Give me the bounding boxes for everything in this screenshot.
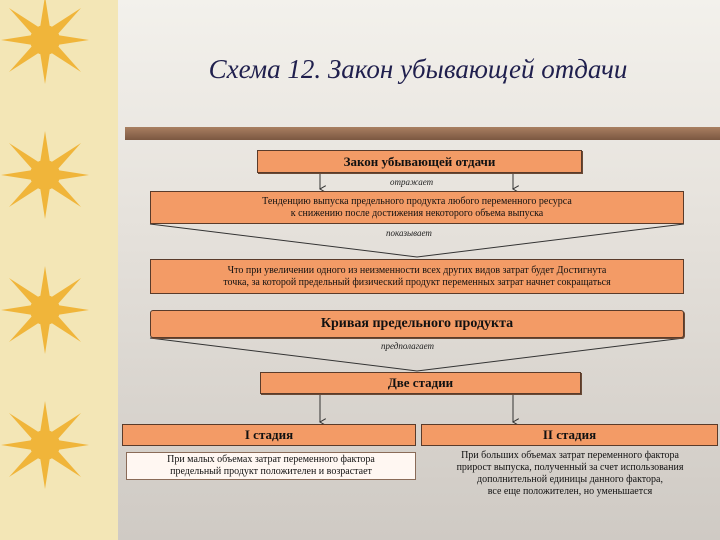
label-reflects: отражает: [390, 177, 433, 187]
stage2-desc-line-3: дополнительной единицы данного фактора,: [424, 474, 716, 486]
stage2-desc-line-4: все еще положителен, но уменьшается: [424, 486, 716, 498]
node-stage-1: I стадия: [122, 424, 416, 446]
stage1-desc-line-2: предельный продукт положителен и возраст…: [127, 466, 415, 478]
node-law: Закон убывающей отдачи: [257, 150, 582, 173]
node-marginal-curve: Кривая предельного продукта: [150, 310, 684, 338]
stage2-desc-line-2: прирост выпуска, полученный за счет испо…: [424, 462, 716, 474]
explain-line-2: точка, за которой предельный физический …: [223, 277, 610, 289]
node-stage-2: II стадия: [421, 424, 718, 446]
tendency-line-2: к снижению после достижения некоторого о…: [262, 208, 572, 220]
stage1-desc-line-1: При малых объемах затрат переменного фак…: [127, 454, 415, 466]
node-tendency: Тенденцию выпуска предельного продукта л…: [150, 191, 684, 224]
stage-1-description: При малых объемах затрат переменного фак…: [126, 452, 416, 480]
stage-2-description: При больших объемах затрат переменного ф…: [424, 450, 716, 498]
stage2-desc-line-1: При больших объемах затрат переменного ф…: [424, 450, 716, 462]
explain-line-1: Что при увеличении одного из неизменност…: [223, 265, 610, 277]
node-two-stages: Две стадии: [260, 372, 581, 394]
tendency-line-1: Тенденцию выпуска предельного продукта л…: [262, 196, 572, 208]
node-explanation: Что при увеличении одного из неизменност…: [150, 259, 684, 294]
label-assumes: предполагает: [381, 341, 434, 351]
label-shows: показывает: [386, 228, 432, 238]
